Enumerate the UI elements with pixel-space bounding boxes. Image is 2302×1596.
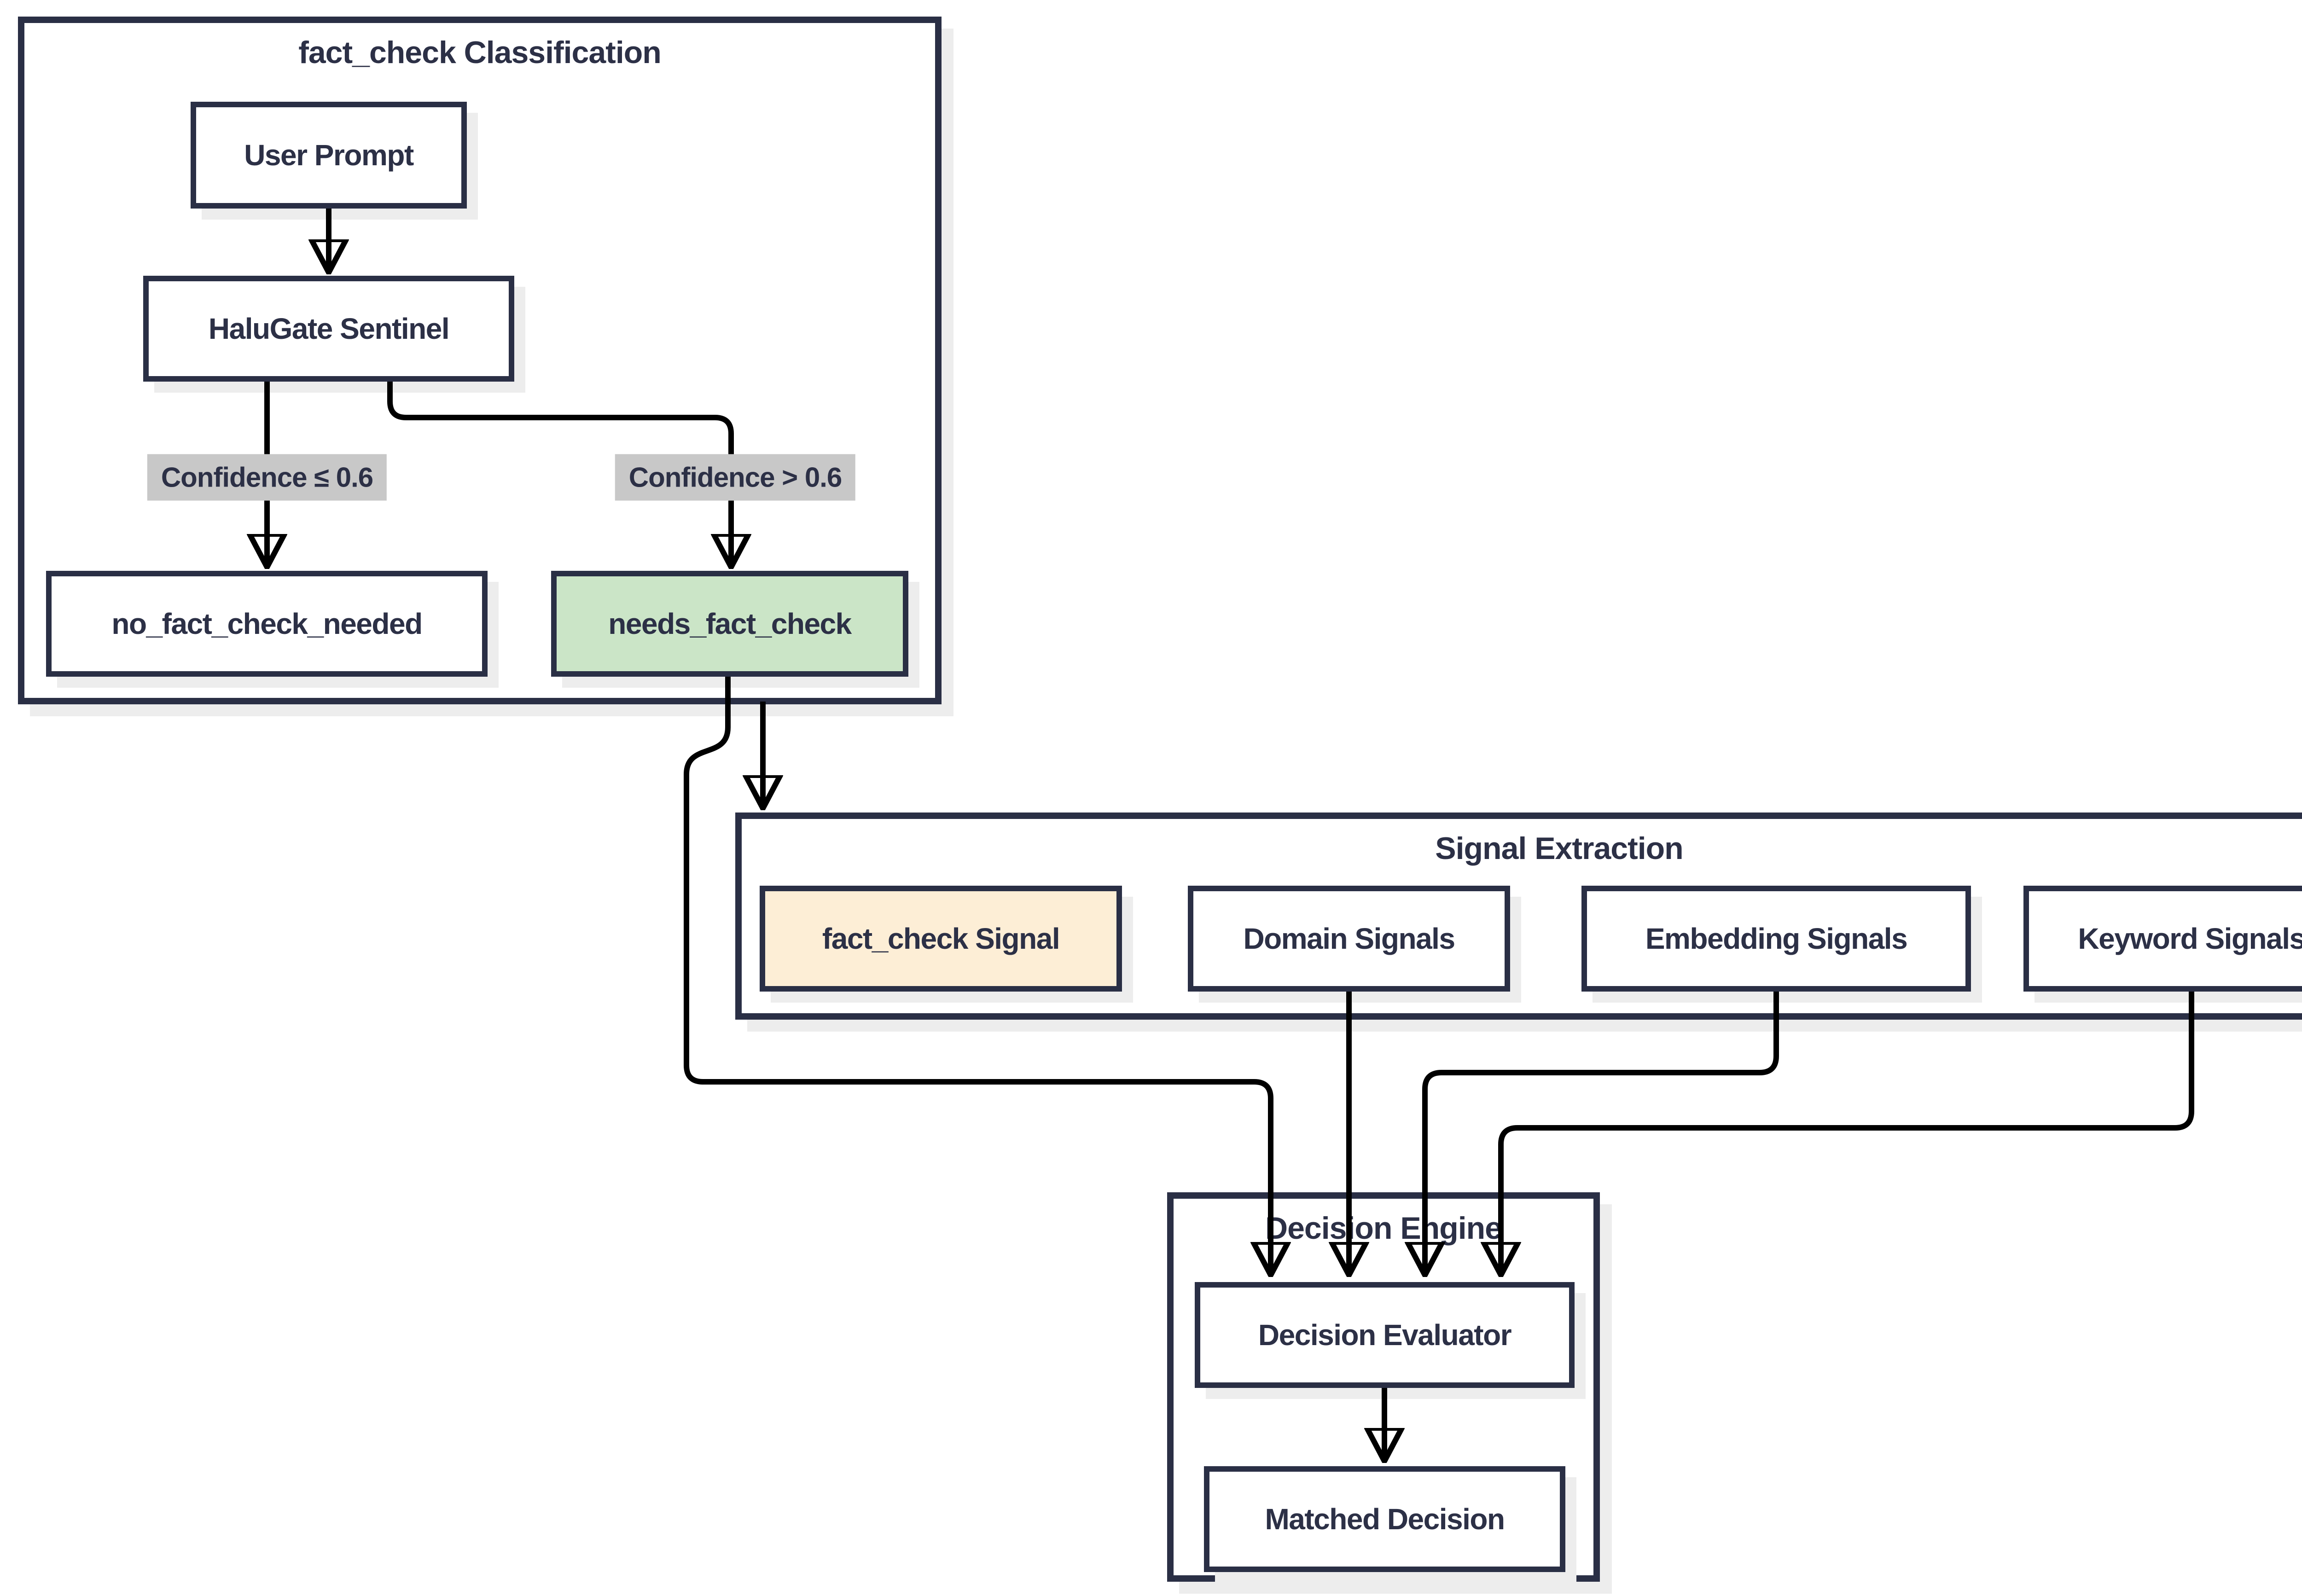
- node-keyword-signals: Keyword Signals: [2023, 886, 2302, 992]
- node-embedding-signals-label: Embedding Signals: [1645, 922, 1908, 955]
- node-matched-decision: Matched Decision: [1204, 1466, 1565, 1572]
- node-matched-decision-label: Matched Decision: [1265, 1503, 1505, 1536]
- edge-keyword-signals-to-decision-evaluator: [1501, 992, 2194, 1275]
- node-decision-evaluator-label: Decision Evaluator: [1258, 1318, 1512, 1352]
- node-embedding-signals: Embedding Signals: [1581, 886, 1971, 992]
- subgraph-title-classification: fact_check Classification: [298, 35, 662, 70]
- subgraph-title-signal-extraction: Signal Extraction: [1435, 831, 1683, 866]
- node-domain-signals: Domain Signals: [1188, 886, 1510, 992]
- node-halugate-sentinel-label: HaluGate Sentinel: [208, 312, 450, 345]
- edge-label-confidence-gt: Confidence > 0.6: [615, 454, 856, 501]
- node-user-prompt-label: User Prompt: [244, 139, 414, 172]
- node-fact-check-signal: fact_check Signal: [760, 886, 1122, 992]
- node-no-fact-check-needed: no_fact_check_needed: [46, 571, 488, 677]
- node-fact-check-signal-label: fact_check Signal: [822, 922, 1060, 955]
- node-halugate-sentinel: HaluGate Sentinel: [143, 276, 514, 382]
- node-user-prompt: User Prompt: [191, 102, 467, 209]
- node-keyword-signals-label: Keyword Signals: [2078, 922, 2302, 955]
- node-needs-fact-check: needs_fact_check: [551, 571, 908, 677]
- subgraph-title-decision-engine: Decision Engine: [1265, 1211, 1502, 1246]
- node-decision-evaluator: Decision Evaluator: [1195, 1282, 1575, 1388]
- node-no-fact-check-needed-label: no_fact_check_needed: [111, 607, 423, 640]
- edge-label-confidence-le: Confidence ≤ 0.6: [147, 454, 387, 501]
- node-domain-signals-label: Domain Signals: [1243, 922, 1455, 955]
- node-needs-fact-check-label: needs_fact_check: [608, 607, 852, 640]
